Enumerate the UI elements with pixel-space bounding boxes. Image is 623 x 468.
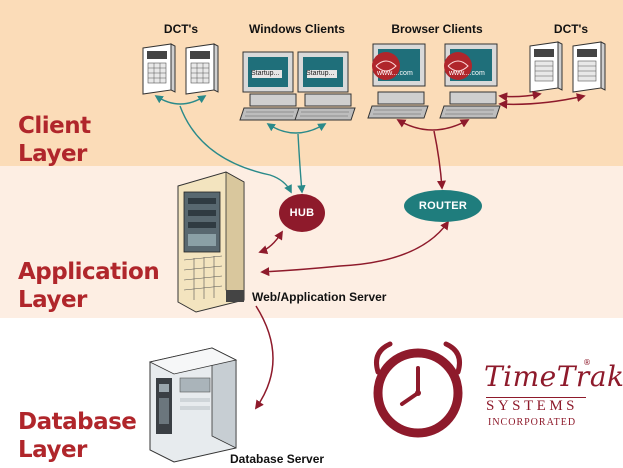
brand-systems-text: SYSTEMS: [486, 398, 579, 414]
database-layer-label-line2: Layer: [18, 437, 87, 463]
windows-screen-label-1: Startup...: [251, 70, 280, 77]
router-node: ROUTER: [404, 190, 482, 222]
client-layer-label-line1: Client: [18, 113, 91, 139]
red-connectors: [254, 90, 586, 410]
clock-logo-icon: [373, 341, 463, 438]
web-application-server-label: Web/Application Server: [252, 290, 387, 304]
dct-device-left-2: [185, 43, 219, 95]
browser-screen-label-1: www....com: [377, 70, 413, 77]
brand-registered-mark: ®: [583, 358, 591, 367]
hub-node: HUB: [279, 194, 325, 232]
database-layer-label-line1: Database: [18, 409, 137, 435]
database-layer-label: Database Layer: [18, 408, 137, 464]
brand-name: TimeTrak: [484, 360, 623, 393]
application-layer-label: Application Layer: [18, 258, 160, 314]
client-layer-label-line2: Layer: [18, 141, 87, 167]
brand-divider: [486, 397, 586, 398]
database-server-cabinet: [148, 347, 238, 463]
web-application-server-tower: [177, 171, 245, 313]
database-server-label: Database Server: [230, 452, 325, 466]
application-layer-label-line2: Layer: [18, 287, 87, 313]
windows-client-1: [239, 51, 301, 121]
group-title-dct-right: DCT's: [553, 22, 589, 36]
group-title-windows-clients: Windows Clients: [249, 22, 345, 36]
dct-device-right-1: [529, 41, 563, 93]
dct-device-left-1: [142, 43, 176, 95]
browser-screen-label-2: www....com: [449, 70, 485, 77]
windows-screen-label-2: Startup...: [306, 70, 335, 77]
windows-client-2: [294, 51, 356, 121]
database-layer-band: [0, 318, 623, 468]
group-title-browser-clients: Browser Clients: [391, 22, 483, 36]
dct-device-right-2: [572, 41, 606, 93]
client-layer-label: Client Layer: [18, 112, 91, 168]
application-layer-label-line1: Application: [18, 259, 160, 285]
brand-incorporated-text: INCORPORATED: [488, 417, 577, 428]
teal-connectors: [154, 95, 327, 194]
group-title-dct-left: DCT's: [163, 22, 199, 36]
browser-client-1: [367, 43, 429, 119]
browser-client-2: [439, 43, 501, 119]
